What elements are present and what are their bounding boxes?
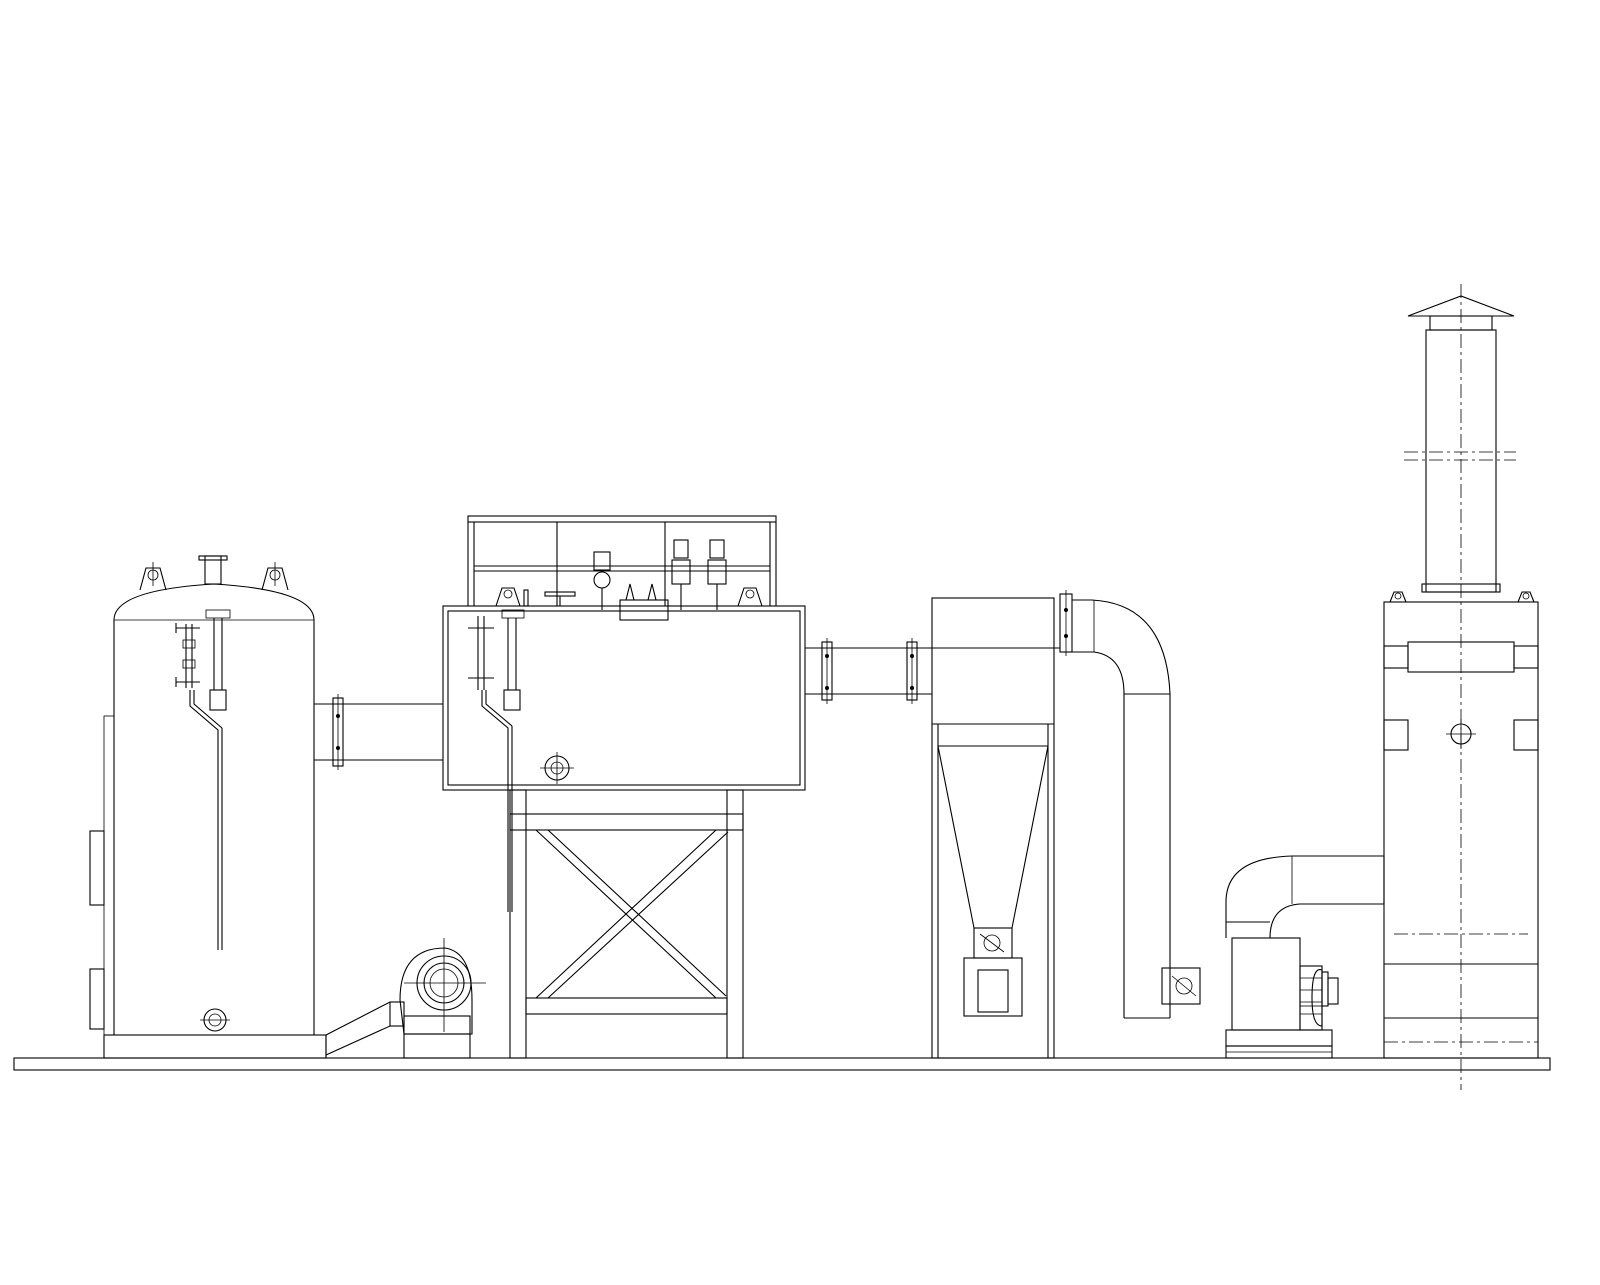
vertical-tank xyxy=(89,555,327,1059)
horizontal-vessel xyxy=(442,515,806,912)
tower xyxy=(1383,284,1539,1090)
elbow-duct xyxy=(1059,590,1171,1019)
small-fan xyxy=(325,938,486,1059)
blower xyxy=(1161,855,1385,1059)
support-stand xyxy=(509,789,744,1059)
cyclone xyxy=(931,597,1055,1059)
duct-1 xyxy=(314,694,443,770)
base-plate xyxy=(13,1057,1551,1071)
